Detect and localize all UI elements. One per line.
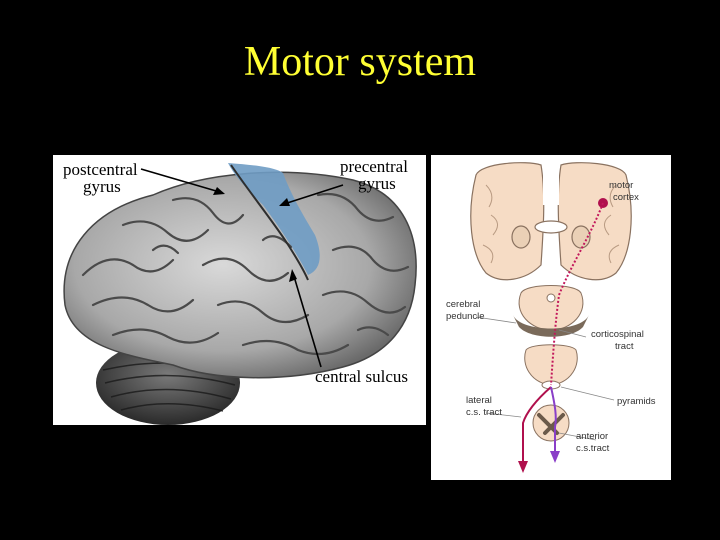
label-corticospinal: corticospinal <box>591 329 644 340</box>
brain-illustration: postcentral gyrus precentral gyrus centr… <box>63 157 417 425</box>
pathway-diagram: motor cortex cerebral peduncle corticosp… <box>431 155 671 480</box>
medulla <box>524 344 578 386</box>
label-postcentral: postcentral <box>63 160 138 179</box>
label-lateral: lateral <box>466 395 492 406</box>
corticospinal-pathway-illustration: motor cortex cerebral peduncle corticosp… <box>446 162 656 473</box>
cerebral-peduncle <box>518 285 584 331</box>
label-pyramids: pyramids <box>617 396 656 407</box>
label-precentral: precentral <box>340 157 408 176</box>
label-peduncle: peduncle <box>446 311 485 322</box>
cerebrum <box>63 171 417 379</box>
label-central-sulcus: central sulcus <box>315 367 408 386</box>
anterior-tract-arrow <box>550 386 557 457</box>
label-motor-cortex: cortex <box>613 192 639 203</box>
label-cerebral: cerebral <box>446 299 480 310</box>
brain-photo: postcentral gyrus precentral gyrus centr… <box>53 155 426 425</box>
coronal-section <box>470 162 632 281</box>
lateral-tract-arrow <box>522 386 552 467</box>
label-precentral-gyrus: gyrus <box>358 174 396 193</box>
label-tract: tract <box>615 341 634 352</box>
spinal-cord <box>532 404 570 442</box>
label-lateral-cs-tract: c.s. tract <box>466 407 502 418</box>
label-postcentral-gyrus: gyrus <box>83 177 121 196</box>
label-anterior: anterior <box>576 431 608 442</box>
slide-title: Motor system <box>243 39 477 85</box>
precentral-gyrus-highlight <box>228 163 320 275</box>
label-motor: motor <box>609 180 633 191</box>
corticospinal-tract <box>550 202 604 386</box>
label-anterior-cs-tract: c.s.tract <box>576 443 610 454</box>
